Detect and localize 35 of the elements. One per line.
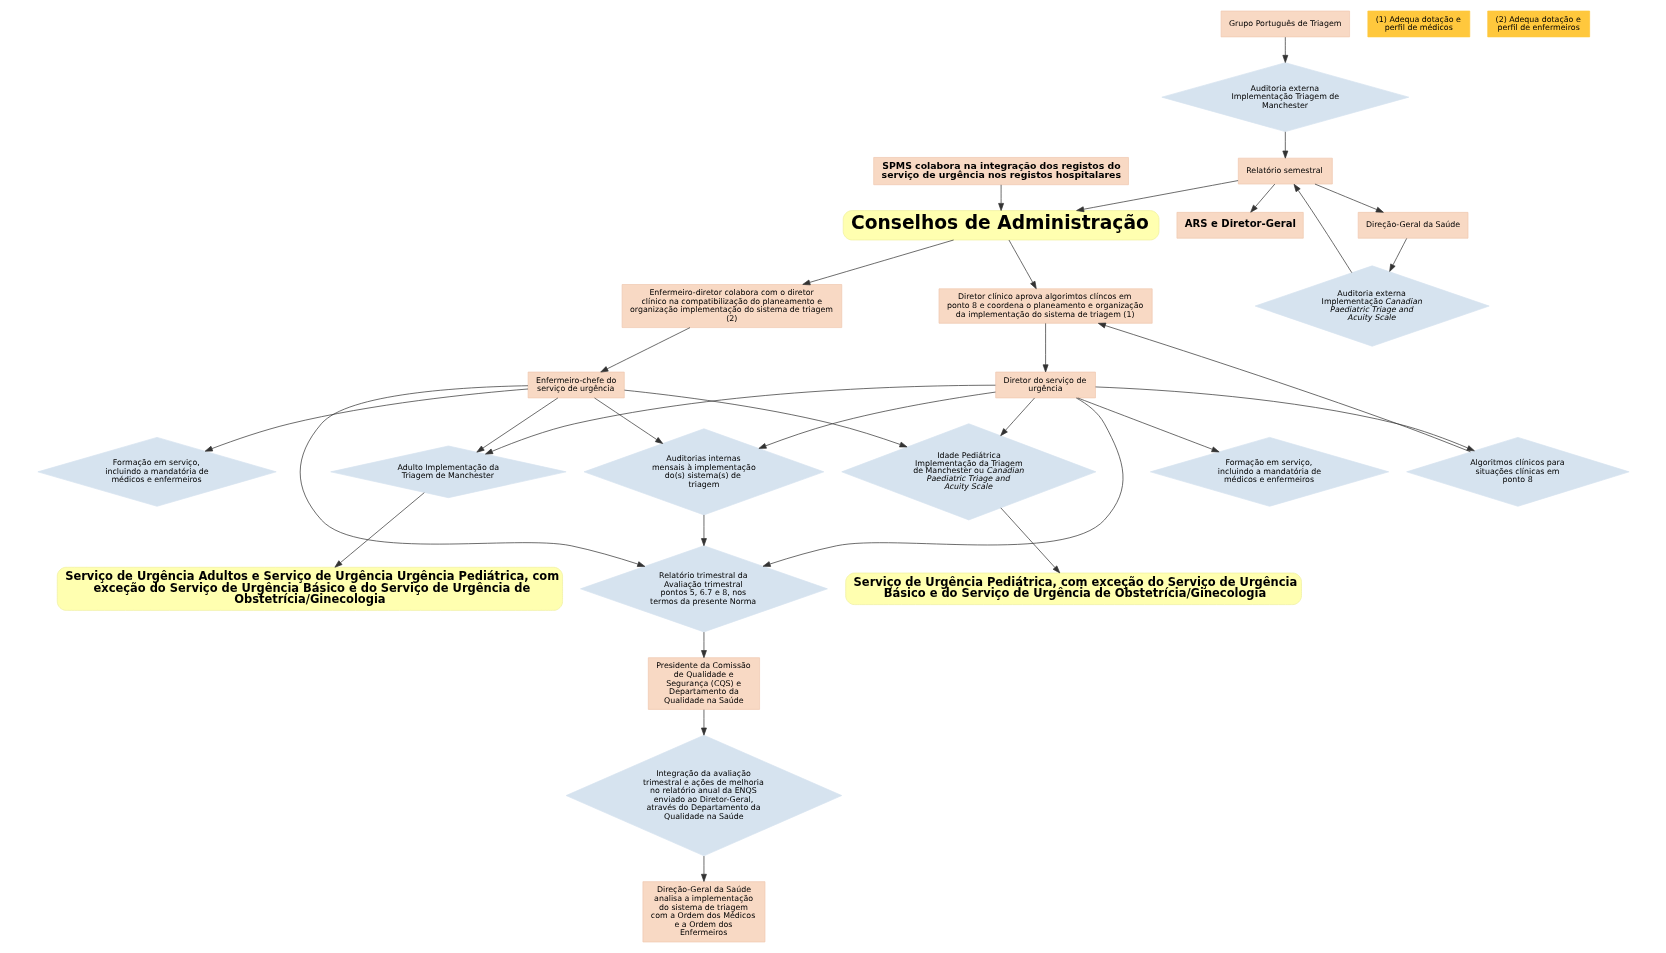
arrow (475, 397, 558, 453)
arrow (1293, 183, 1352, 274)
node-box: Serviço de Urgência Adultos e Serviço de Urgência Urgência Pediátrica, com exceção do Serviço de Urgência Básico e do Serviço de Urgência de Obstetrícia/Ginecologia (56, 566, 563, 611)
arrow (1281, 131, 1288, 159)
arrow (599, 327, 690, 373)
node-box: SPMS colabora na integração dos registos do serviço de urgência nos registos hospitalares (872, 157, 1129, 186)
node-box: Conselhos de Administração (842, 210, 1159, 241)
arrow (623, 389, 907, 448)
arrow (1075, 180, 1238, 213)
arrow (700, 514, 707, 547)
arrow (700, 631, 707, 659)
arrow (700, 709, 707, 736)
node-box: Serviço de Urgência Pediátrica, com exceção do Serviço de Urgência Básico e do Serviço de Urgência de Obstetrícia/Ginecologia (844, 572, 1302, 605)
arrow (1076, 397, 1219, 453)
arrow (700, 855, 707, 882)
arrow (762, 397, 1123, 567)
arrow (1281, 36, 1288, 63)
arrow (999, 507, 1060, 574)
arrow (1097, 322, 1471, 453)
arrow (999, 397, 1035, 436)
arrow (484, 384, 996, 455)
arrow (1042, 323, 1048, 373)
arrow (1388, 238, 1407, 272)
arrow (1008, 239, 1037, 290)
arrow (593, 397, 663, 444)
arrow (1314, 183, 1384, 213)
arrow (334, 492, 425, 568)
arrow (204, 388, 528, 452)
arrow (997, 184, 1004, 211)
arrow (801, 239, 954, 286)
arrow (1249, 183, 1275, 213)
arrow (758, 391, 996, 449)
arrow (1094, 386, 1475, 452)
arrow (299, 385, 645, 567)
node-box: ARS e Diretor-Geral (1176, 212, 1304, 239)
